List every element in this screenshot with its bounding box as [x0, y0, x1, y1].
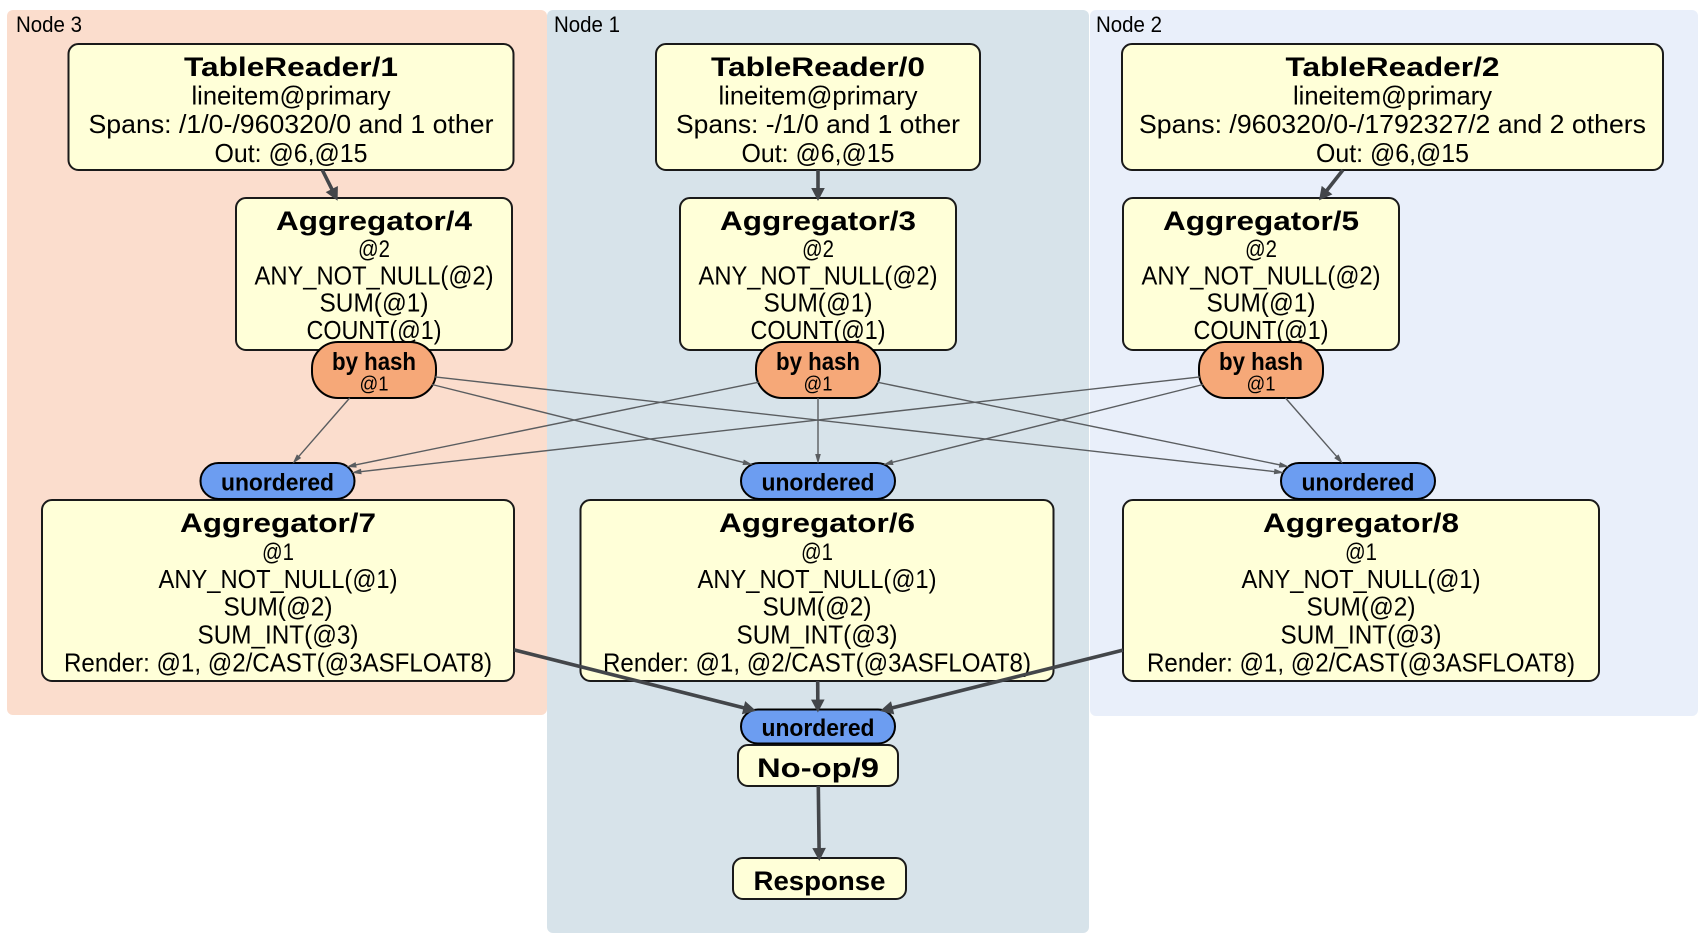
svg-text:lineitem@primary: lineitem@primary — [1293, 81, 1492, 111]
svg-text:Aggregator/7: Aggregator/7 — [180, 508, 376, 538]
svg-text:ANY_NOT_NULL(@2): ANY_NOT_NULL(@2) — [1142, 260, 1381, 290]
svg-text:Node 3: Node 3 — [16, 12, 82, 37]
svg-text:Node 2: Node 2 — [1096, 12, 1162, 37]
svg-text:Aggregator/8: Aggregator/8 — [1263, 508, 1459, 538]
svg-text:by hash: by hash — [332, 348, 416, 376]
svg-text:SUM_INT(@3): SUM_INT(@3) — [198, 620, 359, 650]
svg-text:@1: @1 — [804, 374, 833, 396]
svg-text:lineitem@primary: lineitem@primary — [719, 81, 918, 111]
svg-text:lineitem@primary: lineitem@primary — [192, 81, 391, 111]
svg-text:COUNT(@1): COUNT(@1) — [751, 315, 886, 345]
svg-text:ANY_NOT_NULL(@1): ANY_NOT_NULL(@1) — [698, 564, 937, 594]
svg-text:TableReader/1: TableReader/1 — [184, 52, 398, 82]
svg-text:@2: @2 — [358, 236, 390, 263]
svg-text:No-op/9: No-op/9 — [757, 753, 879, 783]
svg-text:@2: @2 — [1245, 236, 1277, 263]
svg-text:Node 1: Node 1 — [554, 12, 620, 37]
svg-text:Out: @6,@15: Out: @6,@15 — [215, 138, 368, 168]
svg-text:Response: Response — [754, 866, 886, 896]
svg-text:SUM_INT(@3): SUM_INT(@3) — [1281, 620, 1442, 650]
svg-text:@1: @1 — [1247, 374, 1276, 396]
svg-text:SUM(@1): SUM(@1) — [320, 288, 429, 318]
svg-text:Render: @1, @2/CAST(@3ASFLOAT8: Render: @1, @2/CAST(@3ASFLOAT8) — [64, 648, 492, 678]
svg-text:unordered: unordered — [1302, 470, 1415, 497]
svg-text:SUM(@2): SUM(@2) — [1307, 592, 1416, 622]
svg-text:Spans: -/1/0 and 1 other: Spans: -/1/0 and 1 other — [676, 109, 960, 139]
svg-text:Aggregator/5: Aggregator/5 — [1163, 206, 1359, 236]
svg-text:Out: @6,@15: Out: @6,@15 — [742, 138, 895, 168]
svg-text:ANY_NOT_NULL(@2): ANY_NOT_NULL(@2) — [255, 260, 494, 290]
svg-text:Out: @6,@15: Out: @6,@15 — [1316, 138, 1469, 168]
svg-text:TableReader/0: TableReader/0 — [711, 52, 925, 82]
svg-text:@2: @2 — [802, 236, 834, 263]
svg-text:SUM(@2): SUM(@2) — [763, 592, 872, 622]
svg-text:@1: @1 — [1345, 539, 1377, 566]
svg-text:TableReader/2: TableReader/2 — [1286, 52, 1500, 82]
svg-text:by hash: by hash — [1219, 348, 1303, 376]
svg-text:ANY_NOT_NULL(@1): ANY_NOT_NULL(@1) — [159, 564, 398, 594]
svg-text:SUM(@1): SUM(@1) — [764, 288, 873, 318]
svg-text:COUNT(@1): COUNT(@1) — [307, 315, 442, 345]
svg-text:@1: @1 — [262, 539, 294, 566]
svg-text:@1: @1 — [801, 539, 833, 566]
svg-text:Render: @1, @2/CAST(@3ASFLOAT8: Render: @1, @2/CAST(@3ASFLOAT8) — [603, 648, 1031, 678]
svg-text:Aggregator/4: Aggregator/4 — [276, 206, 472, 236]
svg-text:COUNT(@1): COUNT(@1) — [1194, 315, 1329, 345]
svg-text:Aggregator/6: Aggregator/6 — [719, 508, 915, 538]
svg-text:by hash: by hash — [776, 348, 860, 376]
svg-text:unordered: unordered — [221, 470, 334, 497]
svg-text:unordered: unordered — [762, 715, 875, 742]
svg-text:@1: @1 — [360, 374, 389, 396]
svg-text:ANY_NOT_NULL(@2): ANY_NOT_NULL(@2) — [699, 260, 938, 290]
svg-text:Aggregator/3: Aggregator/3 — [720, 206, 916, 236]
svg-text:Render: @1, @2/CAST(@3ASFLOAT8: Render: @1, @2/CAST(@3ASFLOAT8) — [1147, 648, 1575, 678]
svg-text:unordered: unordered — [762, 470, 875, 497]
svg-text:Spans: /1/0-/960320/0 and 1 ot: Spans: /1/0-/960320/0 and 1 other — [89, 109, 494, 139]
svg-text:SUM(@1): SUM(@1) — [1207, 288, 1316, 318]
svg-text:SUM(@2): SUM(@2) — [224, 592, 333, 622]
svg-text:Spans: /960320/0-/1792327/2 an: Spans: /960320/0-/1792327/2 and 2 others — [1139, 109, 1646, 139]
svg-text:ANY_NOT_NULL(@1): ANY_NOT_NULL(@1) — [1242, 564, 1481, 594]
svg-text:SUM_INT(@3): SUM_INT(@3) — [737, 620, 898, 650]
